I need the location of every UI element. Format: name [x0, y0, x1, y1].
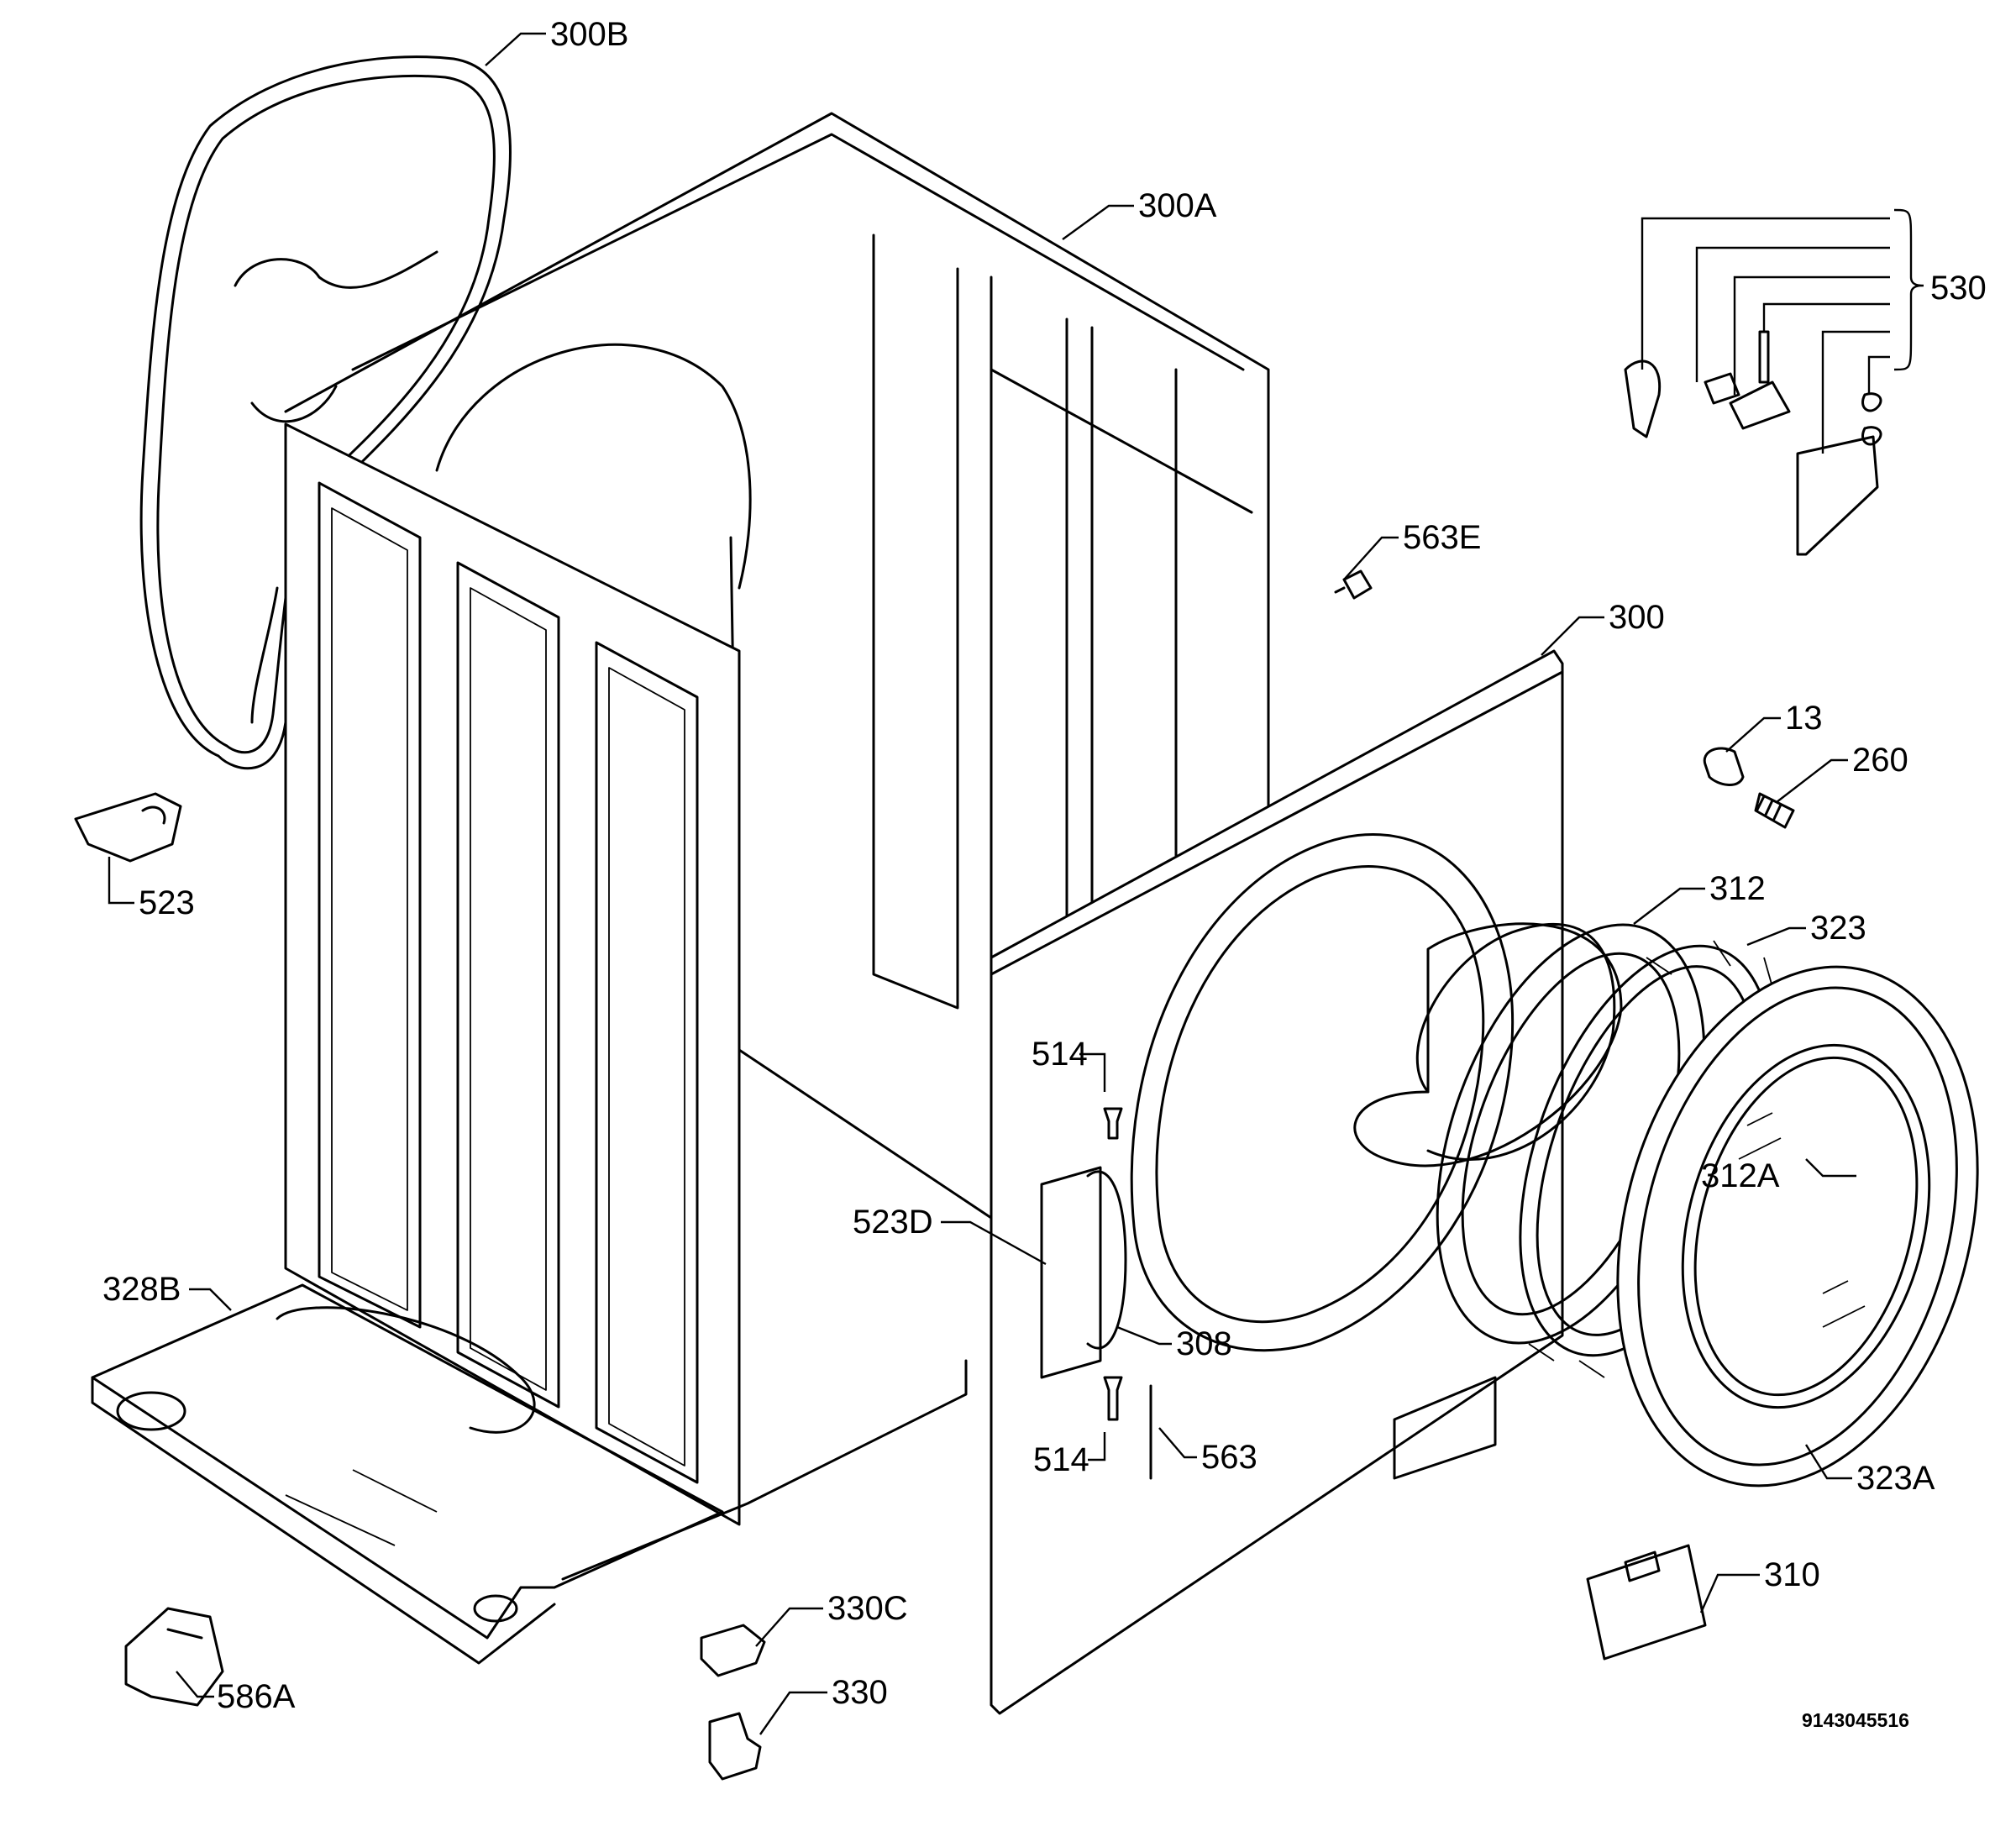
- label-523: 523: [139, 884, 195, 921]
- part-labels: 300B 300A 530 563E 300 13 260 523 312 32…: [102, 16, 1987, 1731]
- label-312A: 312A: [1701, 1157, 1780, 1194]
- label-530: 530: [1930, 270, 1987, 307]
- label-563: 563: [1201, 1439, 1257, 1476]
- base-328B: [91, 1283, 968, 1665]
- bushing-spring: [1703, 747, 1795, 829]
- label-323: 323: [1810, 910, 1866, 947]
- label-300A: 300A: [1138, 187, 1217, 224]
- filter-cover-310: [1586, 1544, 1707, 1661]
- label-308: 308: [1176, 1325, 1232, 1362]
- feet-330: [700, 1624, 766, 1781]
- leader-lines: [108, 32, 1924, 1735]
- bracket-523: [74, 792, 182, 863]
- label-300B: 300B: [550, 16, 628, 53]
- clip-563E: [1334, 569, 1373, 600]
- label-523D: 523D: [853, 1204, 933, 1241]
- label-310: 310: [1764, 1556, 1820, 1593]
- label-300: 300: [1609, 599, 1665, 636]
- label-330C: 330C: [827, 1590, 908, 1627]
- bracket-586A: [124, 1607, 224, 1707]
- label-514-lower: 514: [1033, 1441, 1089, 1478]
- front-panel-300: [990, 649, 1564, 1715]
- label-328B: 328B: [102, 1271, 181, 1308]
- label-323A: 323A: [1856, 1460, 1935, 1497]
- label-312: 312: [1709, 870, 1766, 907]
- label-563E: 563E: [1403, 519, 1481, 556]
- screws-514: [1103, 1107, 1123, 1421]
- door-parts: [1353, 922, 1979, 1488]
- label-514-upper: 514: [1032, 1036, 1088, 1073]
- label-586A: 586A: [217, 1678, 296, 1715]
- label-330: 330: [832, 1674, 888, 1711]
- label-260: 260: [1852, 742, 1908, 779]
- label-13: 13: [1785, 700, 1823, 737]
- cabinet-300A: [284, 112, 1270, 1526]
- drawing-number: 9143045516: [1802, 1709, 1909, 1731]
- hinge-group-530: [1624, 330, 1882, 556]
